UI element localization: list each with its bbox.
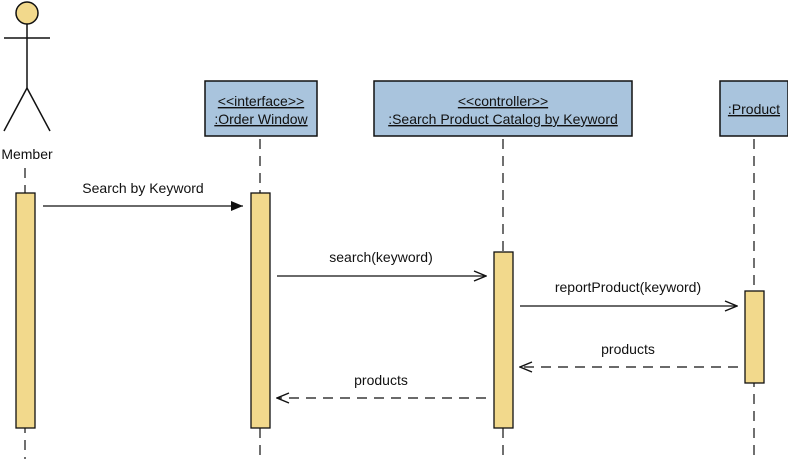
actor-right-leg xyxy=(26,87,51,132)
message-search-by-keyword: Search by Keyword xyxy=(43,180,243,211)
search-controller-object: <<controller>> :Search Product Catalog b… xyxy=(373,80,633,137)
order-window-name: :Order Window xyxy=(214,111,308,127)
message-label: Search by Keyword xyxy=(82,180,203,196)
message-products-return-2: products xyxy=(277,372,486,398)
search-controller-activation xyxy=(493,251,514,429)
actor-label: Member xyxy=(1,146,53,162)
product-object: :Product xyxy=(719,80,788,137)
search-controller-name: :Search Product Catalog by Keyword xyxy=(388,111,618,127)
product-name: :Product xyxy=(728,101,780,117)
search-controller-box xyxy=(373,80,633,137)
message-label: products xyxy=(354,372,408,388)
actor-head xyxy=(15,1,39,25)
message-search-keyword: search(keyword) xyxy=(277,249,486,276)
message-label: search(keyword) xyxy=(329,249,432,265)
order-window-stereotype: <<interface>> xyxy=(218,93,304,109)
message-label: products xyxy=(601,341,655,357)
order-window-object: <<interface>> :Order Window xyxy=(204,80,318,137)
member-activation xyxy=(15,192,36,429)
product-activation xyxy=(744,290,765,384)
message-report-product: reportProduct(keyword) xyxy=(520,279,737,306)
order-window-box xyxy=(204,80,318,137)
order-window-activation xyxy=(250,192,271,429)
product-box xyxy=(719,80,788,137)
message-products-return-1: products xyxy=(520,341,738,367)
actor-left-leg xyxy=(3,87,28,132)
member-actor: Member xyxy=(1,1,53,162)
search-controller-stereotype: <<controller>> xyxy=(458,93,548,109)
message-label: reportProduct(keyword) xyxy=(555,279,701,295)
